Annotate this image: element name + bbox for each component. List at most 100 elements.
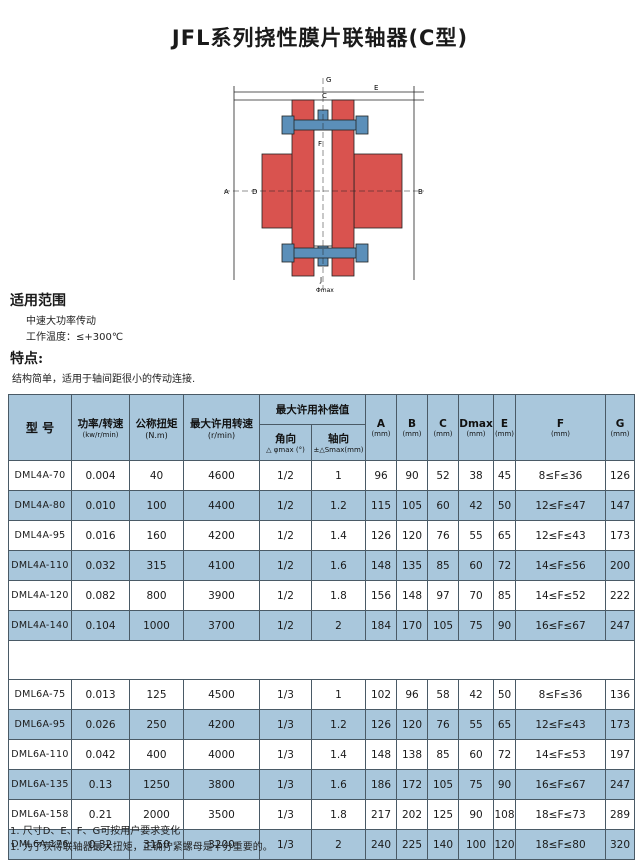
cell-torque: 250 (129, 709, 184, 740)
cell-a: 156 (365, 580, 397, 611)
label-e: E (374, 84, 378, 92)
cell-c: 140 (427, 829, 459, 860)
cell-d: 55 (458, 520, 494, 551)
cell-torque: 40 (129, 460, 184, 491)
cell-speed: 3700 (183, 610, 260, 641)
cell-model: DML6A-135 (8, 769, 72, 800)
label-a: A (224, 188, 229, 196)
cell-e: 90 (493, 610, 516, 641)
cell-power: 0.082 (71, 580, 130, 611)
cell-g: 247 (605, 610, 635, 641)
cell-speed: 3800 (183, 769, 260, 800)
th-comp: 最大许用补偿值 (259, 394, 366, 425)
cell-g: 126 (605, 460, 635, 491)
label-f: F (318, 140, 322, 148)
cell-a: 186 (365, 769, 397, 800)
label-b: B (418, 188, 423, 196)
cell-b: 170 (396, 610, 428, 641)
page-title: JFL系列挠性膜片联轴器(C型) (171, 26, 469, 50)
cell-b: 105 (396, 490, 428, 521)
cell-torque: 1250 (129, 769, 184, 800)
cell-b: 202 (396, 799, 428, 830)
cell-f: 16≤F≤67 (515, 769, 606, 800)
cell-speed: 4000 (183, 739, 260, 770)
cell-angle: 1/3 (259, 799, 312, 830)
th-c: C(mm) (427, 394, 459, 461)
cell-torque: 160 (129, 520, 184, 551)
cell-power: 0.13 (71, 769, 130, 800)
cell-f: 8≤F≤36 (515, 460, 606, 491)
cell-g: 200 (605, 550, 635, 581)
cell-axial: 1.8 (311, 799, 366, 830)
scope-line-1: 中速大功率传动 (26, 316, 96, 327)
cell-angle: 1/3 (259, 709, 312, 740)
cell-f: 14≤F≤56 (515, 550, 606, 581)
cell-f: 18≤F≤73 (515, 799, 606, 830)
cell-angle: 1/3 (259, 739, 312, 770)
label-d: D (252, 188, 257, 196)
cell-d: 42 (458, 679, 494, 710)
cell-d: 60 (458, 550, 494, 581)
label-j: J (319, 276, 322, 284)
cell-b: 138 (396, 739, 428, 770)
cell-d: 60 (458, 739, 494, 770)
cell-c: 76 (427, 520, 459, 551)
cell-c: 85 (427, 550, 459, 581)
cell-model: DML4A-95 (8, 520, 72, 551)
th-axial: 轴向±△Smax(mm) (311, 424, 366, 461)
cell-e: 72 (493, 739, 516, 770)
cell-power: 0.026 (71, 709, 130, 740)
cell-model: DML4A-120 (8, 580, 72, 611)
cell-angle: 1/2 (259, 460, 312, 491)
cell-power: 0.004 (71, 460, 130, 491)
cell-g: 147 (605, 490, 635, 521)
cell-axial: 2 (311, 610, 366, 641)
cell-a: 148 (365, 550, 397, 581)
cell-power: 0.042 (71, 739, 130, 770)
cell-angle: 1/2 (259, 520, 312, 551)
note-2: 1. 为了获得联轴器最大扭矩，正确拧紧螺母是十分重要的。 (10, 842, 273, 853)
cell-axial: 1.2 (311, 709, 366, 740)
label-g: G (326, 76, 331, 84)
cell-f: 12≤F≤47 (515, 490, 606, 521)
cell-axial: 1.2 (311, 490, 366, 521)
cell-c: 52 (427, 460, 459, 491)
cell-e: 65 (493, 520, 516, 551)
cell-angle: 1/2 (259, 610, 312, 641)
th-speed: 最大许用转速(r/min) (183, 394, 260, 461)
cell-speed: 4100 (183, 550, 260, 581)
th-e: E(mm) (493, 394, 516, 461)
features-text: 结构简单，适用于轴间距很小的传动连接. (12, 374, 196, 385)
cell-c: 105 (427, 610, 459, 641)
cell-e: 50 (493, 679, 516, 710)
cell-e: 108 (493, 799, 516, 830)
cell-g: 197 (605, 739, 635, 770)
cell-b: 120 (396, 709, 428, 740)
cell-a: 126 (365, 709, 397, 740)
th-torque: 公称扭矩(N.m) (129, 394, 184, 461)
cell-torque: 100 (129, 490, 184, 521)
note-1: 1. 尺寸D、E、F、G可按用户要求变化 (10, 826, 181, 837)
cell-a: 126 (365, 520, 397, 551)
cell-b: 225 (396, 829, 428, 860)
cell-c: 97 (427, 580, 459, 611)
cell-a: 217 (365, 799, 397, 830)
cell-e: 45 (493, 460, 516, 491)
cell-a: 115 (365, 490, 397, 521)
cell-g: 173 (605, 709, 635, 740)
cell-power: 0.032 (71, 550, 130, 581)
scope-line-2: 工作温度：≤+300℃ (26, 332, 124, 343)
cell-e: 120 (493, 829, 516, 860)
cell-g: 320 (605, 829, 635, 860)
cell-axial: 1.8 (311, 580, 366, 611)
cell-speed: 4200 (183, 709, 260, 740)
cell-power: 0.104 (71, 610, 130, 641)
label-dim-bottom: Φmax (316, 287, 334, 294)
cell-g: 289 (605, 799, 635, 830)
cell-axial: 2 (311, 829, 366, 860)
